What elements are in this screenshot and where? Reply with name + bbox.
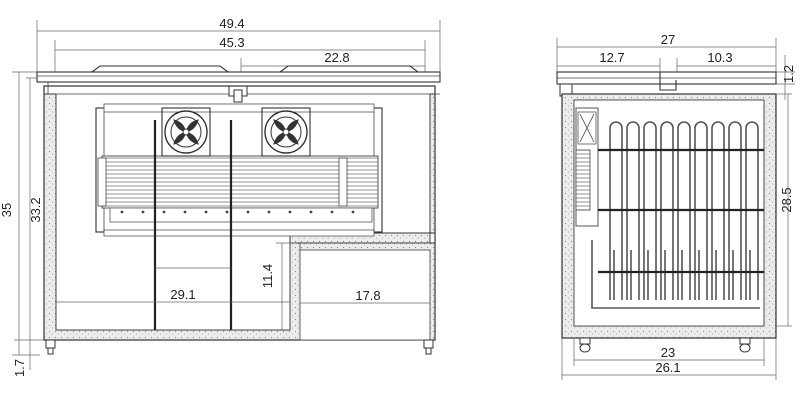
dim-inner-depth: 23 — [573, 338, 765, 366]
dim-body-depth: 26.1 — [561, 338, 777, 380]
label-inner-depth: 23 — [661, 345, 675, 360]
label-compartment-width: 29.1 — [170, 287, 195, 302]
front-lid — [36, 65, 441, 103]
front-feet — [45, 339, 434, 355]
side-view: 27 12.7 10.3 1.2 — [556, 32, 796, 380]
label-lid-overhang-right: 10.3 — [707, 50, 732, 65]
dim-body-height: 33.2 — [26, 77, 44, 340]
label-inner-height: 28.5 — [779, 187, 794, 212]
dim-total-height: 35 — [0, 71, 40, 356]
side-feet — [579, 337, 751, 353]
label-foot-height: 1.7 — [12, 359, 27, 377]
label-lid-overhang-left: 12.7 — [599, 50, 624, 65]
evaporator-unit — [95, 103, 383, 237]
label-body-height: 33.2 — [28, 197, 43, 222]
label-total-height: 35 — [0, 203, 14, 217]
label-right-half-width: 22.8 — [324, 50, 349, 65]
fan-icon — [161, 107, 211, 157]
dim-foot-height: 1.7 — [12, 339, 44, 377]
label-inner-width: 45.3 — [219, 35, 244, 50]
dim-inner-width: 45.3 — [54, 35, 426, 72]
label-compressor-bay-height: 11.4 — [260, 264, 275, 288]
label-body-depth: 26.1 — [655, 360, 680, 375]
label-overall-width: 49.4 — [219, 16, 244, 31]
side-evaporator — [575, 107, 599, 227]
dim-compressor-bay-height: 11.4 — [260, 242, 296, 330]
dim-inner-height: 28.5 — [776, 93, 794, 327]
dim-compartment-width: 29.1 — [56, 287, 290, 303]
front-view: 49.4 45.3 22.8 35 33.2 — [0, 16, 441, 377]
compressor-bay — [299, 249, 431, 341]
fan-icon — [261, 107, 311, 157]
side-lid — [556, 71, 777, 97]
dim-compressor-bay-width: 17.8 — [300, 288, 430, 304]
dim-overall-width: 49.4 — [36, 16, 441, 72]
dim-overall-depth: 27 — [556, 32, 777, 72]
label-overall-depth: 27 — [661, 32, 675, 47]
evaporator-coil-side — [591, 121, 764, 309]
label-compressor-bay-width: 17.8 — [355, 288, 380, 303]
evaporator-coil — [101, 155, 379, 209]
label-lid-thickness: 1.2 — [781, 65, 796, 83]
dim-lid-overhang-left: 12.7 — [557, 50, 661, 80]
